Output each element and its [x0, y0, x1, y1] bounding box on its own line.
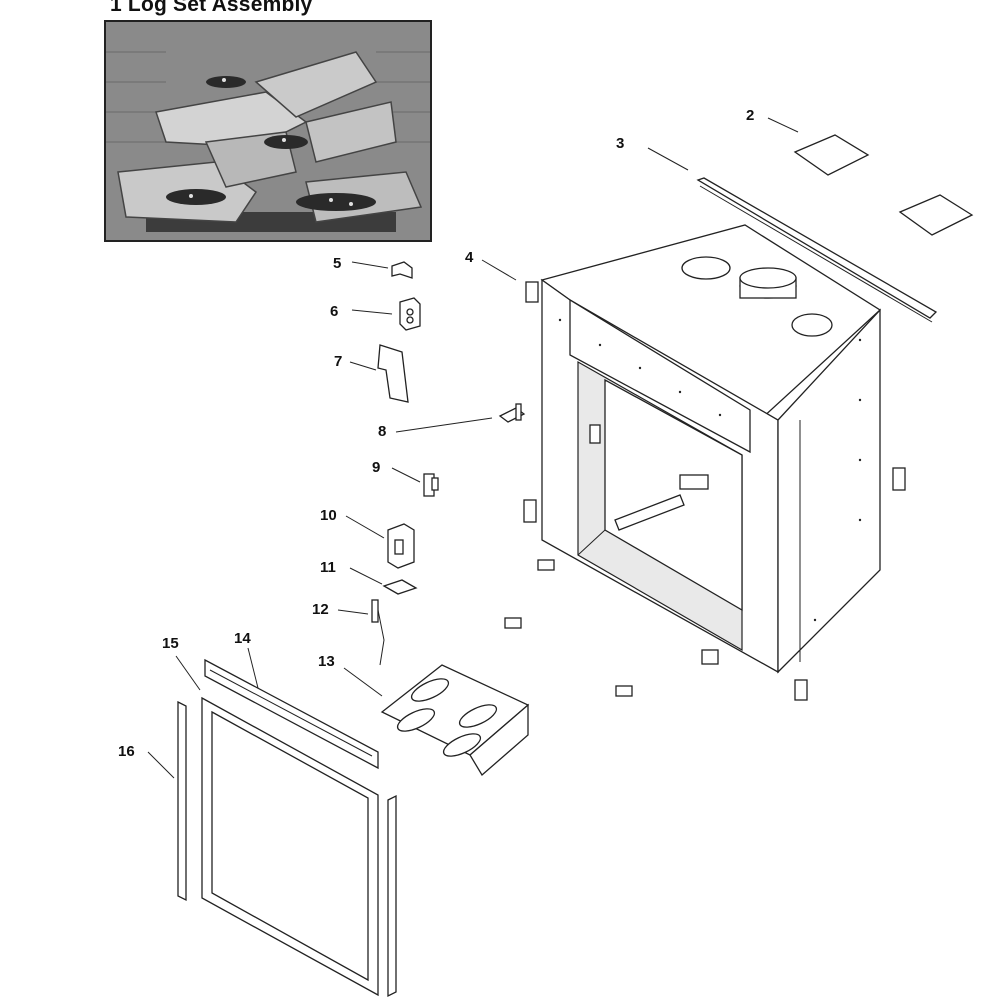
callout-13: 13: [318, 653, 335, 670]
callout-3: 3: [616, 135, 624, 152]
callout-5: 5: [333, 255, 341, 272]
callout-14: 14: [234, 630, 251, 647]
part-13-burner-tray: [380, 664, 530, 776]
part-14-top-bar: [204, 658, 379, 770]
loose-brackets: [504, 559, 719, 697]
part-6-block: [399, 297, 421, 331]
callout-9: 9: [372, 459, 380, 476]
callout-10: 10: [320, 507, 337, 524]
part-4-brackets: [523, 281, 906, 701]
diagram-title: 1 Log Set Assembly: [110, 0, 313, 16]
part-11-plate: [382, 579, 418, 595]
callout-12: 12: [312, 601, 329, 618]
callout-4: 4: [465, 249, 474, 266]
part-10-mount: [387, 523, 415, 569]
part-15-glass-frame: [201, 696, 379, 997]
part-3-rail: [696, 177, 938, 323]
part-2-cover-plates: [793, 134, 974, 236]
part-8-valve: [498, 403, 526, 423]
callout-2: 2: [746, 107, 754, 124]
callout-15: 15: [162, 635, 179, 652]
log-set-photo: [104, 20, 432, 242]
part-7-plate: [377, 344, 409, 403]
callout-11: 11: [320, 559, 336, 576]
part-16-side-strips: [177, 700, 397, 998]
part-12-igniter: [371, 599, 385, 666]
callout-16: 16: [118, 743, 135, 760]
part-9-switch: [423, 473, 439, 497]
leader-lines: [147, 117, 799, 779]
callout-6: 6: [330, 303, 338, 320]
part-5-bracket: [391, 261, 413, 279]
callout-8: 8: [378, 423, 386, 440]
callout-7: 7: [334, 353, 342, 370]
firebox-body: [540, 224, 882, 674]
